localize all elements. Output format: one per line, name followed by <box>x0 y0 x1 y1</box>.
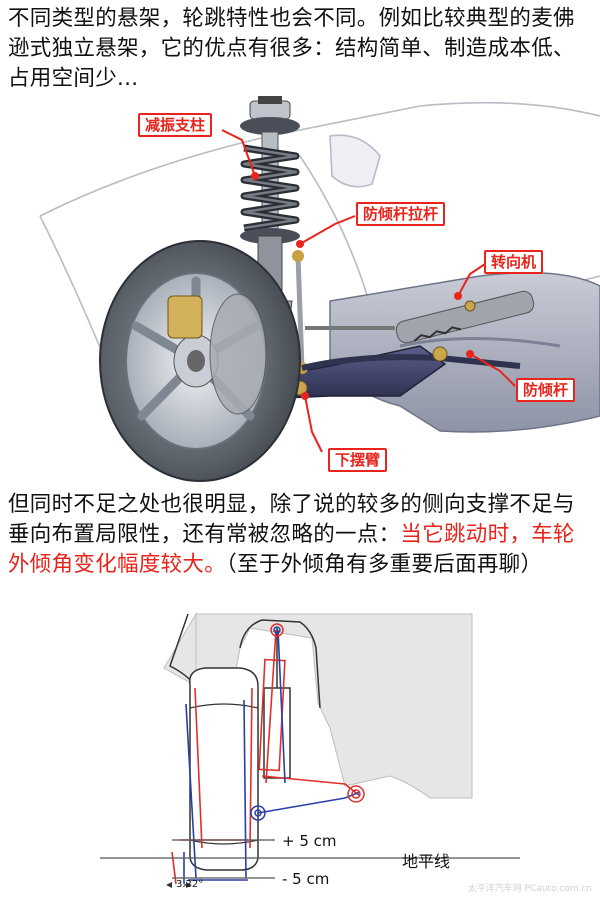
subframe <box>329 271 600 433</box>
plus-5cm-label: + 5 cm <box>282 832 337 850</box>
callout-stabilizer-link: 防倾杆拉杆 <box>356 202 446 226</box>
body-text-highlight: 当它跳动时，车轮外倾角变化幅度较大。 <box>8 522 575 577</box>
steering-rack <box>395 290 535 344</box>
wheel <box>99 240 301 482</box>
callout-stabilizer-bar: 防倾杆 <box>516 378 576 402</box>
macpherson-suspension-illustration: 减振支柱 防倾杆拉杆 转向机 防倾杆 下摆臂 <box>0 96 600 491</box>
minus-5cm-label: - 5 cm <box>282 870 330 888</box>
callout-lower-arm: 下摆臂 <box>328 448 388 472</box>
stabilizer-bar <box>301 354 521 371</box>
blue-geometry <box>183 629 361 884</box>
ground-line-label: 地平线 <box>402 852 451 871</box>
body-panel <box>195 613 473 799</box>
camber-change-diagram: + 5 cm - 5 cm 地平线 3.22° 太平洋汽车网 PCauto.co… <box>0 608 600 900</box>
camber-diagram-drawing <box>100 612 520 888</box>
suspension-drawing <box>39 96 600 482</box>
body-text-plain: 但同时不足之处也很明显，除了说的较多的侧向支撑不足与垂向布置局限性，还有常被忽略… <box>8 492 575 547</box>
callout-steering-gear: 转向机 <box>484 250 544 274</box>
watermark: 太平洋汽车网 PCauto.com.cn <box>467 884 592 894</box>
joint-markers <box>250 623 365 821</box>
camber-angle-label: 3.22° <box>176 879 204 890</box>
body-paragraph: 但同时不足之处也很明显，除了说的较多的侧向支撑不足与垂向布置局限性，还有常被忽略… <box>8 490 592 580</box>
intro-paragraph: 不同类型的悬架，轮跳特性也会不同。例如比较典型的麦佛逊式独立悬架，它的优点有很多… <box>8 6 575 91</box>
body-text-tail: （至于外倾角有多重要后面再聊） <box>226 552 543 577</box>
stabilizer-link <box>295 255 305 369</box>
callout-strut: 减振支柱 <box>138 113 213 137</box>
